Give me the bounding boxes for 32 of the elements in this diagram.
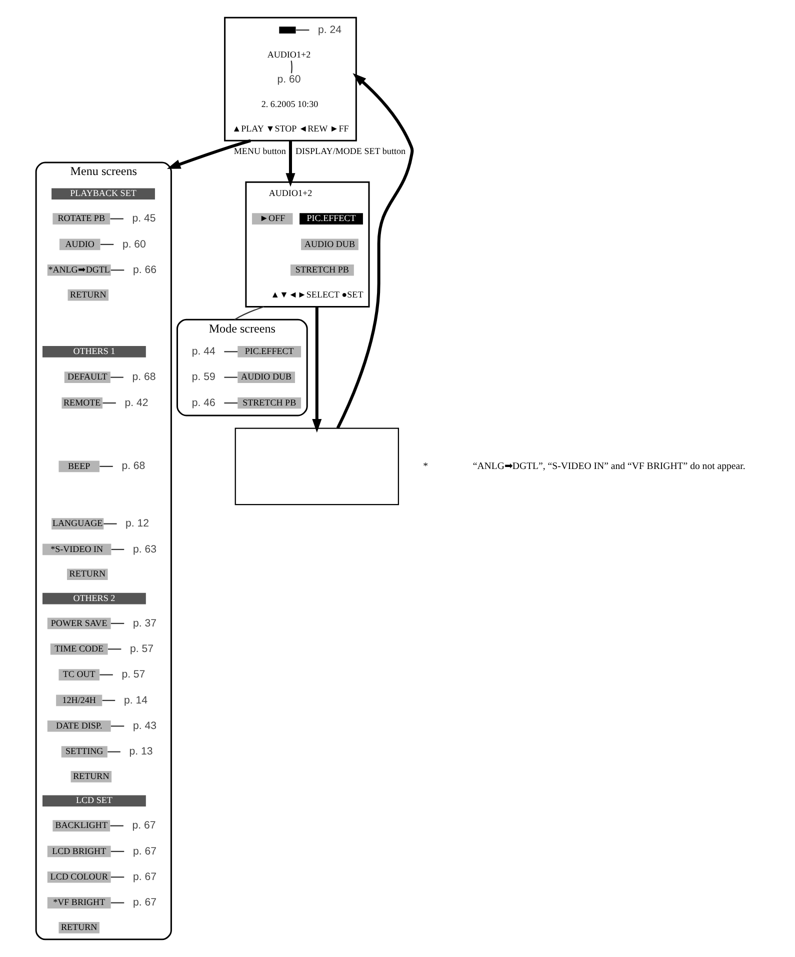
node-text: AUDIO1+2: [267, 49, 311, 60]
node-text: p. 12: [125, 518, 149, 530]
edge-label: MENU button: [234, 146, 286, 156]
node-text: p. 60: [122, 238, 146, 250]
node-text: p. 60: [277, 74, 301, 86]
node-text: p. 68: [132, 371, 156, 384]
node-text: p. 43: [133, 720, 157, 732]
node-text: p. 13: [129, 746, 153, 758]
label: *: [423, 460, 428, 472]
node-text: p. 57: [122, 668, 146, 681]
node-text: p. 68: [122, 460, 146, 472]
node-text: ▲PLAY ▼STOP ◄REW ►FF: [232, 123, 349, 134]
edge-label: DISPLAY/MODE SET button: [295, 146, 406, 156]
node-text: p. 67: [132, 820, 156, 832]
node-text: p. 57: [130, 642, 154, 655]
node-text: p. 67: [133, 870, 157, 883]
node-text: p. 44: [192, 345, 216, 358]
node-text: p. 24: [318, 24, 342, 36]
node-text: p. 42: [124, 396, 148, 409]
node-text: 2. 6.2005 10:30: [261, 99, 318, 110]
node-text: p. 45: [132, 212, 156, 225]
node-text: p. 59: [192, 371, 216, 384]
node-text: p. 37: [133, 617, 157, 630]
node-text: p. 14: [124, 694, 148, 706]
node-text: p. 46: [192, 396, 216, 409]
node-text: p. 67: [133, 896, 157, 909]
node-text: p. 66: [133, 264, 157, 276]
node-text: ▲▼◄►SELECT ●SET: [270, 289, 364, 300]
node-text: p. 67: [133, 845, 157, 858]
node-text: p. 63: [133, 543, 157, 556]
label: “ANLG➡DGTL”, “S-VIDEO IN” and “VF BRIGHT” do not appear.: [472, 460, 746, 472]
node-text: AUDIO1+2: [268, 188, 312, 198]
